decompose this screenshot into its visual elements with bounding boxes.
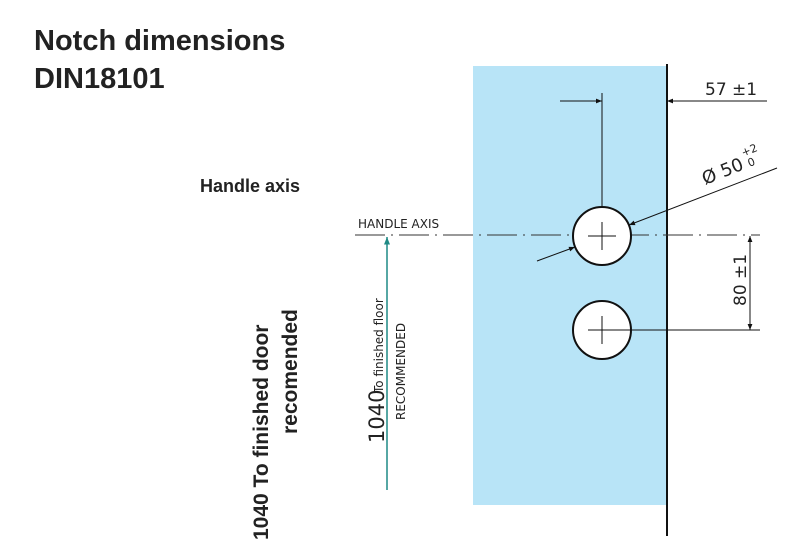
diameter-label: Ø 50 +2 0 xyxy=(699,141,759,190)
edge-distance-label: 57 ±1 xyxy=(705,80,757,100)
glass-panel xyxy=(473,66,667,505)
svg-text:Ø: Ø xyxy=(699,165,720,190)
height-label: 1040 To finished floor xyxy=(365,298,389,443)
svg-text:0: 0 xyxy=(746,155,757,170)
svg-text:50: 50 xyxy=(718,154,747,182)
side-note-line1: 1040 To finished door xyxy=(250,325,273,540)
svg-text:+2: +2 xyxy=(739,141,759,159)
title-line2: DIN18101 xyxy=(34,63,165,95)
side-note-line2: recomended xyxy=(279,309,302,434)
title-line1: Notch dimensions xyxy=(34,25,286,57)
diameter-leader xyxy=(536,246,576,262)
handle-axis-heading: Handle axis xyxy=(200,176,300,196)
handle-axis-label: HANDLE AXIS xyxy=(358,217,439,231)
svg-text:To finished floor: To finished floor xyxy=(372,298,386,394)
hole-spacing-label: 80 ±1 xyxy=(731,254,751,306)
height-recommended: RECOMMENDED xyxy=(394,323,408,420)
svg-text:1040: 1040 xyxy=(365,390,389,443)
